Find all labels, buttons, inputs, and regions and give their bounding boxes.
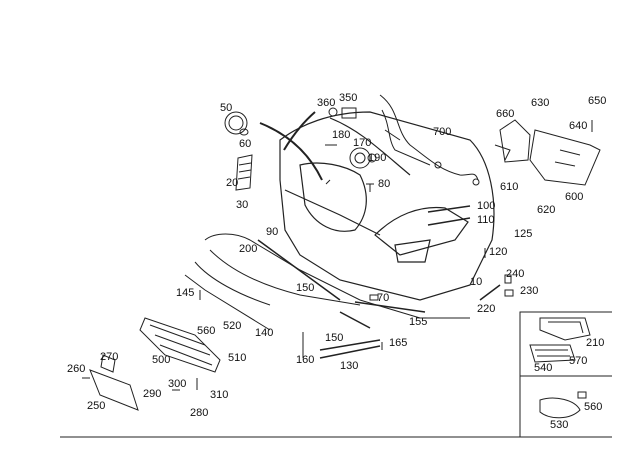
part-label: 270 <box>100 351 119 363</box>
part-label: 60 <box>239 138 252 150</box>
part-label: 80 <box>378 178 391 190</box>
part-label: 200 <box>239 243 258 255</box>
part-label: 700 <box>433 126 452 138</box>
part-label: 650 <box>588 95 607 107</box>
part-label: 290 <box>143 388 162 400</box>
part-label: 155 <box>409 316 428 328</box>
part-label: 160 <box>296 354 315 366</box>
part-label: 250 <box>87 400 106 412</box>
part-label: 560 <box>584 401 603 413</box>
part-label: 500 <box>152 354 171 366</box>
part-label: 110 <box>477 214 495 226</box>
part-label: 180 <box>332 129 351 141</box>
part-label: 50 <box>220 102 233 114</box>
part-label: 260 <box>67 363 86 375</box>
part-label: 570 <box>569 355 588 367</box>
part-label: 620 <box>537 204 556 216</box>
part-label: 220 <box>477 303 496 315</box>
bumper-cover <box>279 111 495 301</box>
trim-strips <box>257 205 501 359</box>
part-label: 150 <box>325 332 344 344</box>
part-label: 210 <box>586 337 605 349</box>
part-label: 510 <box>228 352 247 364</box>
bumper-side-bracket <box>494 119 601 186</box>
lower-lip <box>184 233 470 331</box>
part-label: 360 <box>317 97 336 109</box>
part-label: 310 <box>210 389 229 401</box>
vent-grille <box>235 154 253 191</box>
part-label: 300 <box>168 378 187 390</box>
part-label: 165 <box>389 337 408 349</box>
part-label: 150 <box>296 282 315 294</box>
part-label: 140 <box>255 327 274 339</box>
part-label: 610 <box>500 181 519 193</box>
frame-lines <box>60 311 612 438</box>
bracket-left <box>89 354 139 411</box>
part-label: 350 <box>339 92 358 104</box>
wiring-harness <box>379 94 480 186</box>
part-label: 145 <box>176 287 195 299</box>
emblem <box>224 111 249 136</box>
part-label: 640 <box>569 120 588 132</box>
part-label: 560 <box>197 325 216 337</box>
part-label: 120 <box>489 246 508 258</box>
part-label: 20 <box>226 177 239 189</box>
lower-grille <box>139 317 221 373</box>
part-label: 70 <box>377 292 390 304</box>
inset-parts <box>529 317 591 419</box>
part-label: 170 <box>353 137 372 149</box>
part-label: 660 <box>496 108 515 120</box>
part-label: 540 <box>534 362 553 374</box>
part-label: 280 <box>190 407 209 419</box>
part-label: 530 <box>550 419 569 431</box>
part-label: 90 <box>266 226 279 238</box>
part-label: 600 <box>565 191 584 203</box>
leader-arrows <box>259 111 323 181</box>
part-label: 130 <box>340 360 359 372</box>
part-label: 30 <box>236 199 249 211</box>
part-label: 520 <box>223 320 242 332</box>
hardware-parts <box>82 107 514 391</box>
part-label: 10 <box>470 276 483 288</box>
part-label: 240 <box>506 268 525 280</box>
part-label: 630 <box>531 97 550 109</box>
part-label: 190 <box>368 152 387 164</box>
part-label: 100 <box>477 200 496 212</box>
part-label: 230 <box>520 285 539 297</box>
part-label: 125 <box>514 228 533 240</box>
